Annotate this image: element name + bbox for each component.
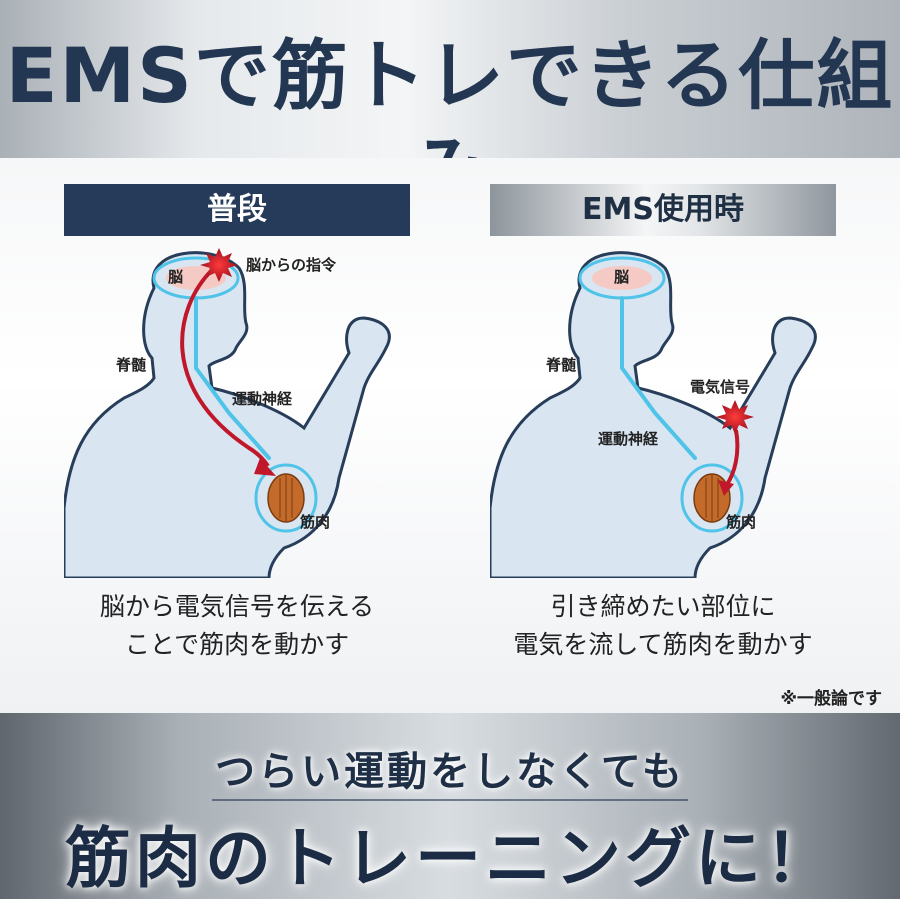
label-nerve: 運動神経 — [232, 390, 293, 408]
caption-normal-line1: 脳から電気信号を伝える — [99, 592, 375, 621]
muscle-outline — [254, 463, 318, 533]
signal-arrowhead — [718, 480, 734, 496]
footer-divider — [212, 799, 688, 801]
disclaimer-note: ※一般論です — [780, 689, 882, 709]
header: EMSで筋トレできる仕組み — [0, 0, 900, 216]
label-spine: 脊髄 — [115, 356, 147, 374]
nerve-path — [194, 296, 271, 460]
label-spine: 脊髄 — [545, 356, 577, 374]
label-nerve: 運動神経 — [598, 430, 659, 448]
body-silhouette — [490, 251, 817, 578]
figure-ems: 脳 脊髄 電気信号 運動神経 筋肉 — [490, 248, 836, 578]
signal-arrow — [724, 429, 740, 488]
label-muscle: 筋肉 — [725, 513, 756, 531]
panel-label-ems: EMS使用時 — [490, 184, 836, 236]
muscle-outline — [680, 463, 744, 533]
signal-arrowhead — [254, 458, 276, 476]
caption-ems-line2: 電気を流して筋肉を動かす — [513, 630, 813, 659]
footer-headline: 筋肉のトレーニングに！ — [65, 820, 835, 897]
signal-arrow — [180, 268, 270, 468]
label-signal: 電気信号 — [690, 378, 750, 396]
label-command: 脳からの指令 — [246, 256, 337, 274]
caption-ems-line1: 引き締めたい部位に — [550, 592, 776, 621]
panel-label-normal: 普段 — [64, 184, 410, 236]
body-diagram-ems: 脳 脊髄 電気信号 運動神経 筋肉 — [490, 251, 817, 578]
caption-ems: 引き締めたい部位に 電気を流して筋肉を動かす — [453, 588, 873, 664]
signal-burst — [716, 400, 754, 434]
caption-normal-line2: ことで筋肉を動かす — [124, 630, 350, 659]
label-muscle: 筋肉 — [299, 513, 330, 531]
figure-normal: 脳 脳からの指令 脊髄 運動神経 筋肉 — [64, 248, 410, 578]
label-brain: 脳 — [168, 268, 183, 286]
caption-normal: 脳から電気信号を伝える ことで筋肉を動かす — [27, 588, 447, 664]
footer-banner: つらい運動をしなくても 筋肉のトレーニングに！ — [0, 713, 900, 899]
signal-burst — [200, 248, 238, 282]
nerve-path — [620, 296, 697, 460]
body-silhouette — [64, 251, 391, 578]
body-diagram-normal: 脳 脳からの指令 脊髄 運動神経 筋肉 — [64, 248, 391, 578]
brain-icon — [592, 266, 652, 290]
label-brain: 脳 — [614, 268, 629, 286]
footer-tagline: つらい運動をしなくても — [215, 749, 685, 795]
